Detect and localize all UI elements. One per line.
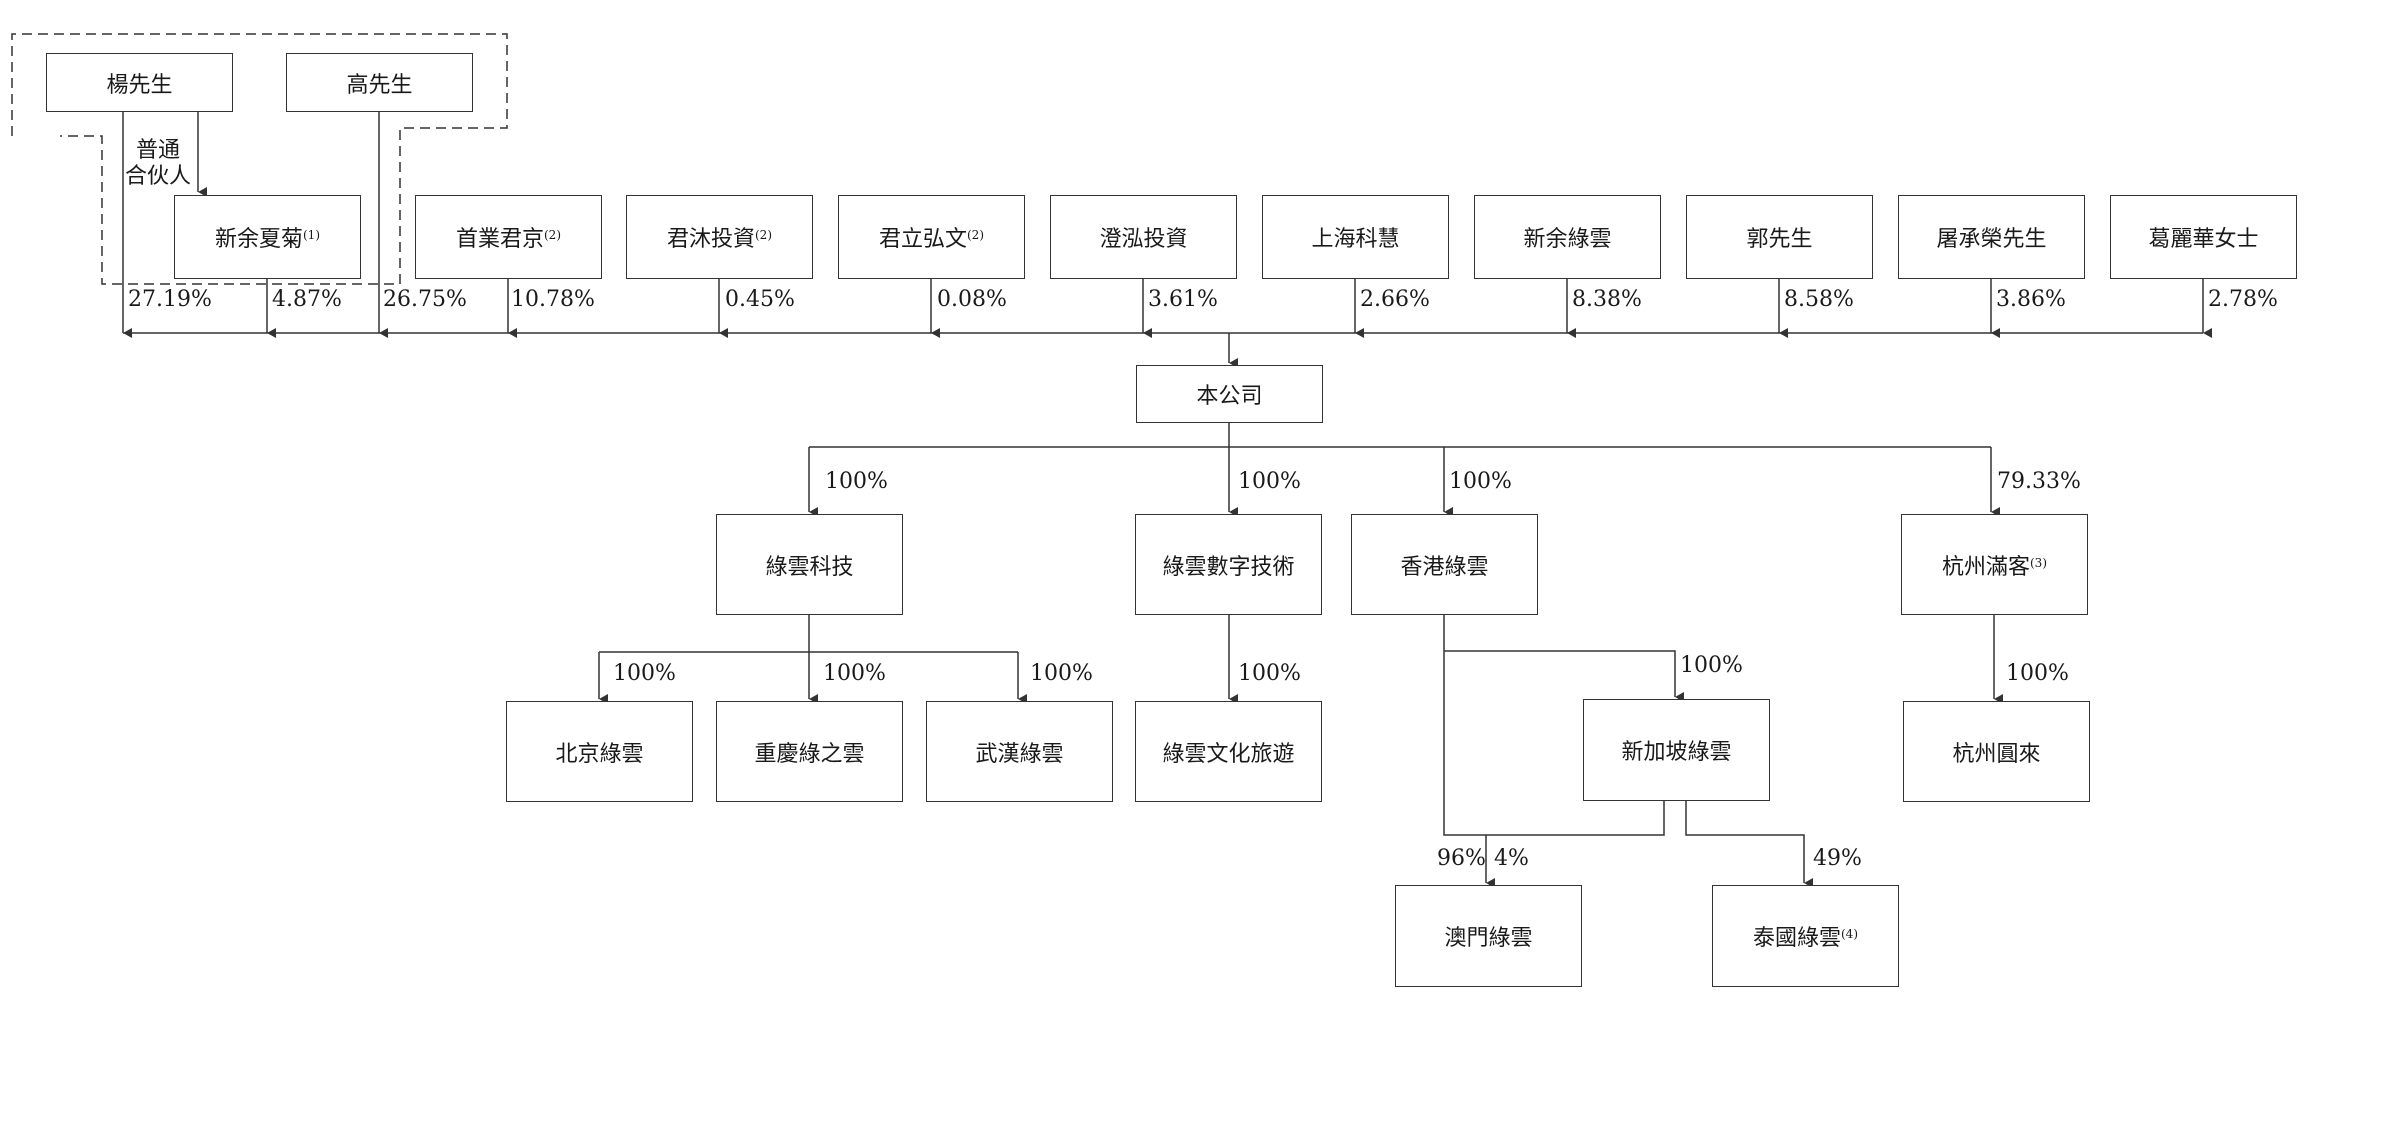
pct-wh-lvyun: 100% [1030, 661, 1093, 686]
subsidiary-hk-lvyun: 香港綠雲 [1351, 514, 1538, 615]
shareholder-xinyu-xiaju: 新余夏菊(1) [174, 195, 361, 279]
pct-macau-hk: 96% [1437, 846, 1486, 871]
holding-chenghong: 3.61% [1148, 287, 1218, 312]
subsidiary-th-lvyun: 泰國綠雲(4) [1712, 885, 1899, 987]
subsidiary-hz-manke: 杭州滿客(3) [1901, 514, 2088, 615]
shareholder-junmu: 君沐投資(2) [626, 195, 813, 279]
shareholder-mr-yang: 楊先生 [46, 53, 233, 112]
company-box: 本公司 [1136, 365, 1323, 423]
shareholder-ms-ge: 葛麗華女士 [2110, 195, 2297, 279]
pct-lvyun-culture: 100% [1238, 661, 1301, 686]
pct-sg-lvyun: 100% [1680, 653, 1743, 678]
holding-mr-gao: 26.75% [383, 287, 467, 312]
holding-xinyu-lvyun: 8.38% [1572, 287, 1642, 312]
shareholder-chenghong: 澄泓投資 [1050, 195, 1237, 279]
holding-xinyu-xiaju: 4.87% [272, 287, 342, 312]
holding-mr-yang: 27.19% [128, 287, 212, 312]
gp-dashed-outline [11, 33, 508, 285]
subsidiary-hz-yuanlai: 杭州圓來 [1903, 701, 2090, 802]
holding-mr-tu: 3.86% [1996, 287, 2066, 312]
holding-shouye-junjing: 10.78% [511, 287, 595, 312]
holding-mr-guo: 8.58% [1784, 287, 1854, 312]
subsidiary-lvyun-digital: 綠雲數字技術 [1135, 514, 1322, 615]
pct-hz-yuanlai: 100% [2006, 661, 2069, 686]
subsidiary-lvyun-tech: 綠雲科技 [716, 514, 903, 615]
subsidiary-macau-lvyun: 澳門綠雲 [1395, 885, 1582, 987]
subsidiary-sg-lvyun: 新加坡綠雲 [1583, 699, 1770, 801]
general-partner-label: 普通 合伙人 [124, 138, 191, 189]
pct-hz-manke: 79.33% [1997, 469, 2081, 494]
shareholder-mr-guo: 郭先生 [1686, 195, 1873, 279]
shareholder-mr-gao: 高先生 [286, 53, 473, 112]
shareholder-xinyu-lvyun: 新余綠雲 [1474, 195, 1661, 279]
pct-cq-lvzhiyun: 100% [823, 661, 886, 686]
shareholder-shanghai-kehui: 上海科慧 [1262, 195, 1449, 279]
holding-shanghai-kehui: 2.66% [1360, 287, 1430, 312]
pct-lvyun-digital: 100% [1238, 469, 1301, 494]
holding-junmu: 0.45% [725, 287, 795, 312]
subsidiary-cq-lvzhiyun: 重慶綠之雲 [716, 701, 903, 802]
shareholder-shouye-junjing: 首業君京(2) [415, 195, 602, 279]
shareholder-junli-hongwen: 君立弘文(2) [838, 195, 1025, 279]
subsidiary-bj-lvyun: 北京綠雲 [506, 701, 693, 802]
holding-junli-hongwen: 0.08% [937, 287, 1007, 312]
pct-th-lvyun: 49% [1813, 846, 1862, 871]
subsidiary-wh-lvyun: 武漢綠雲 [926, 701, 1113, 802]
pct-lvyun-tech: 100% [825, 469, 888, 494]
shareholder-mr-tu: 屠承榮先生 [1898, 195, 2085, 279]
pct-hk-lvyun: 100% [1449, 469, 1512, 494]
holding-ms-ge: 2.78% [2208, 287, 2278, 312]
pct-macau-sg: 4% [1494, 846, 1529, 871]
subsidiary-lvyun-culture: 綠雲文化旅遊 [1135, 701, 1322, 802]
pct-bj-lvyun: 100% [613, 661, 676, 686]
